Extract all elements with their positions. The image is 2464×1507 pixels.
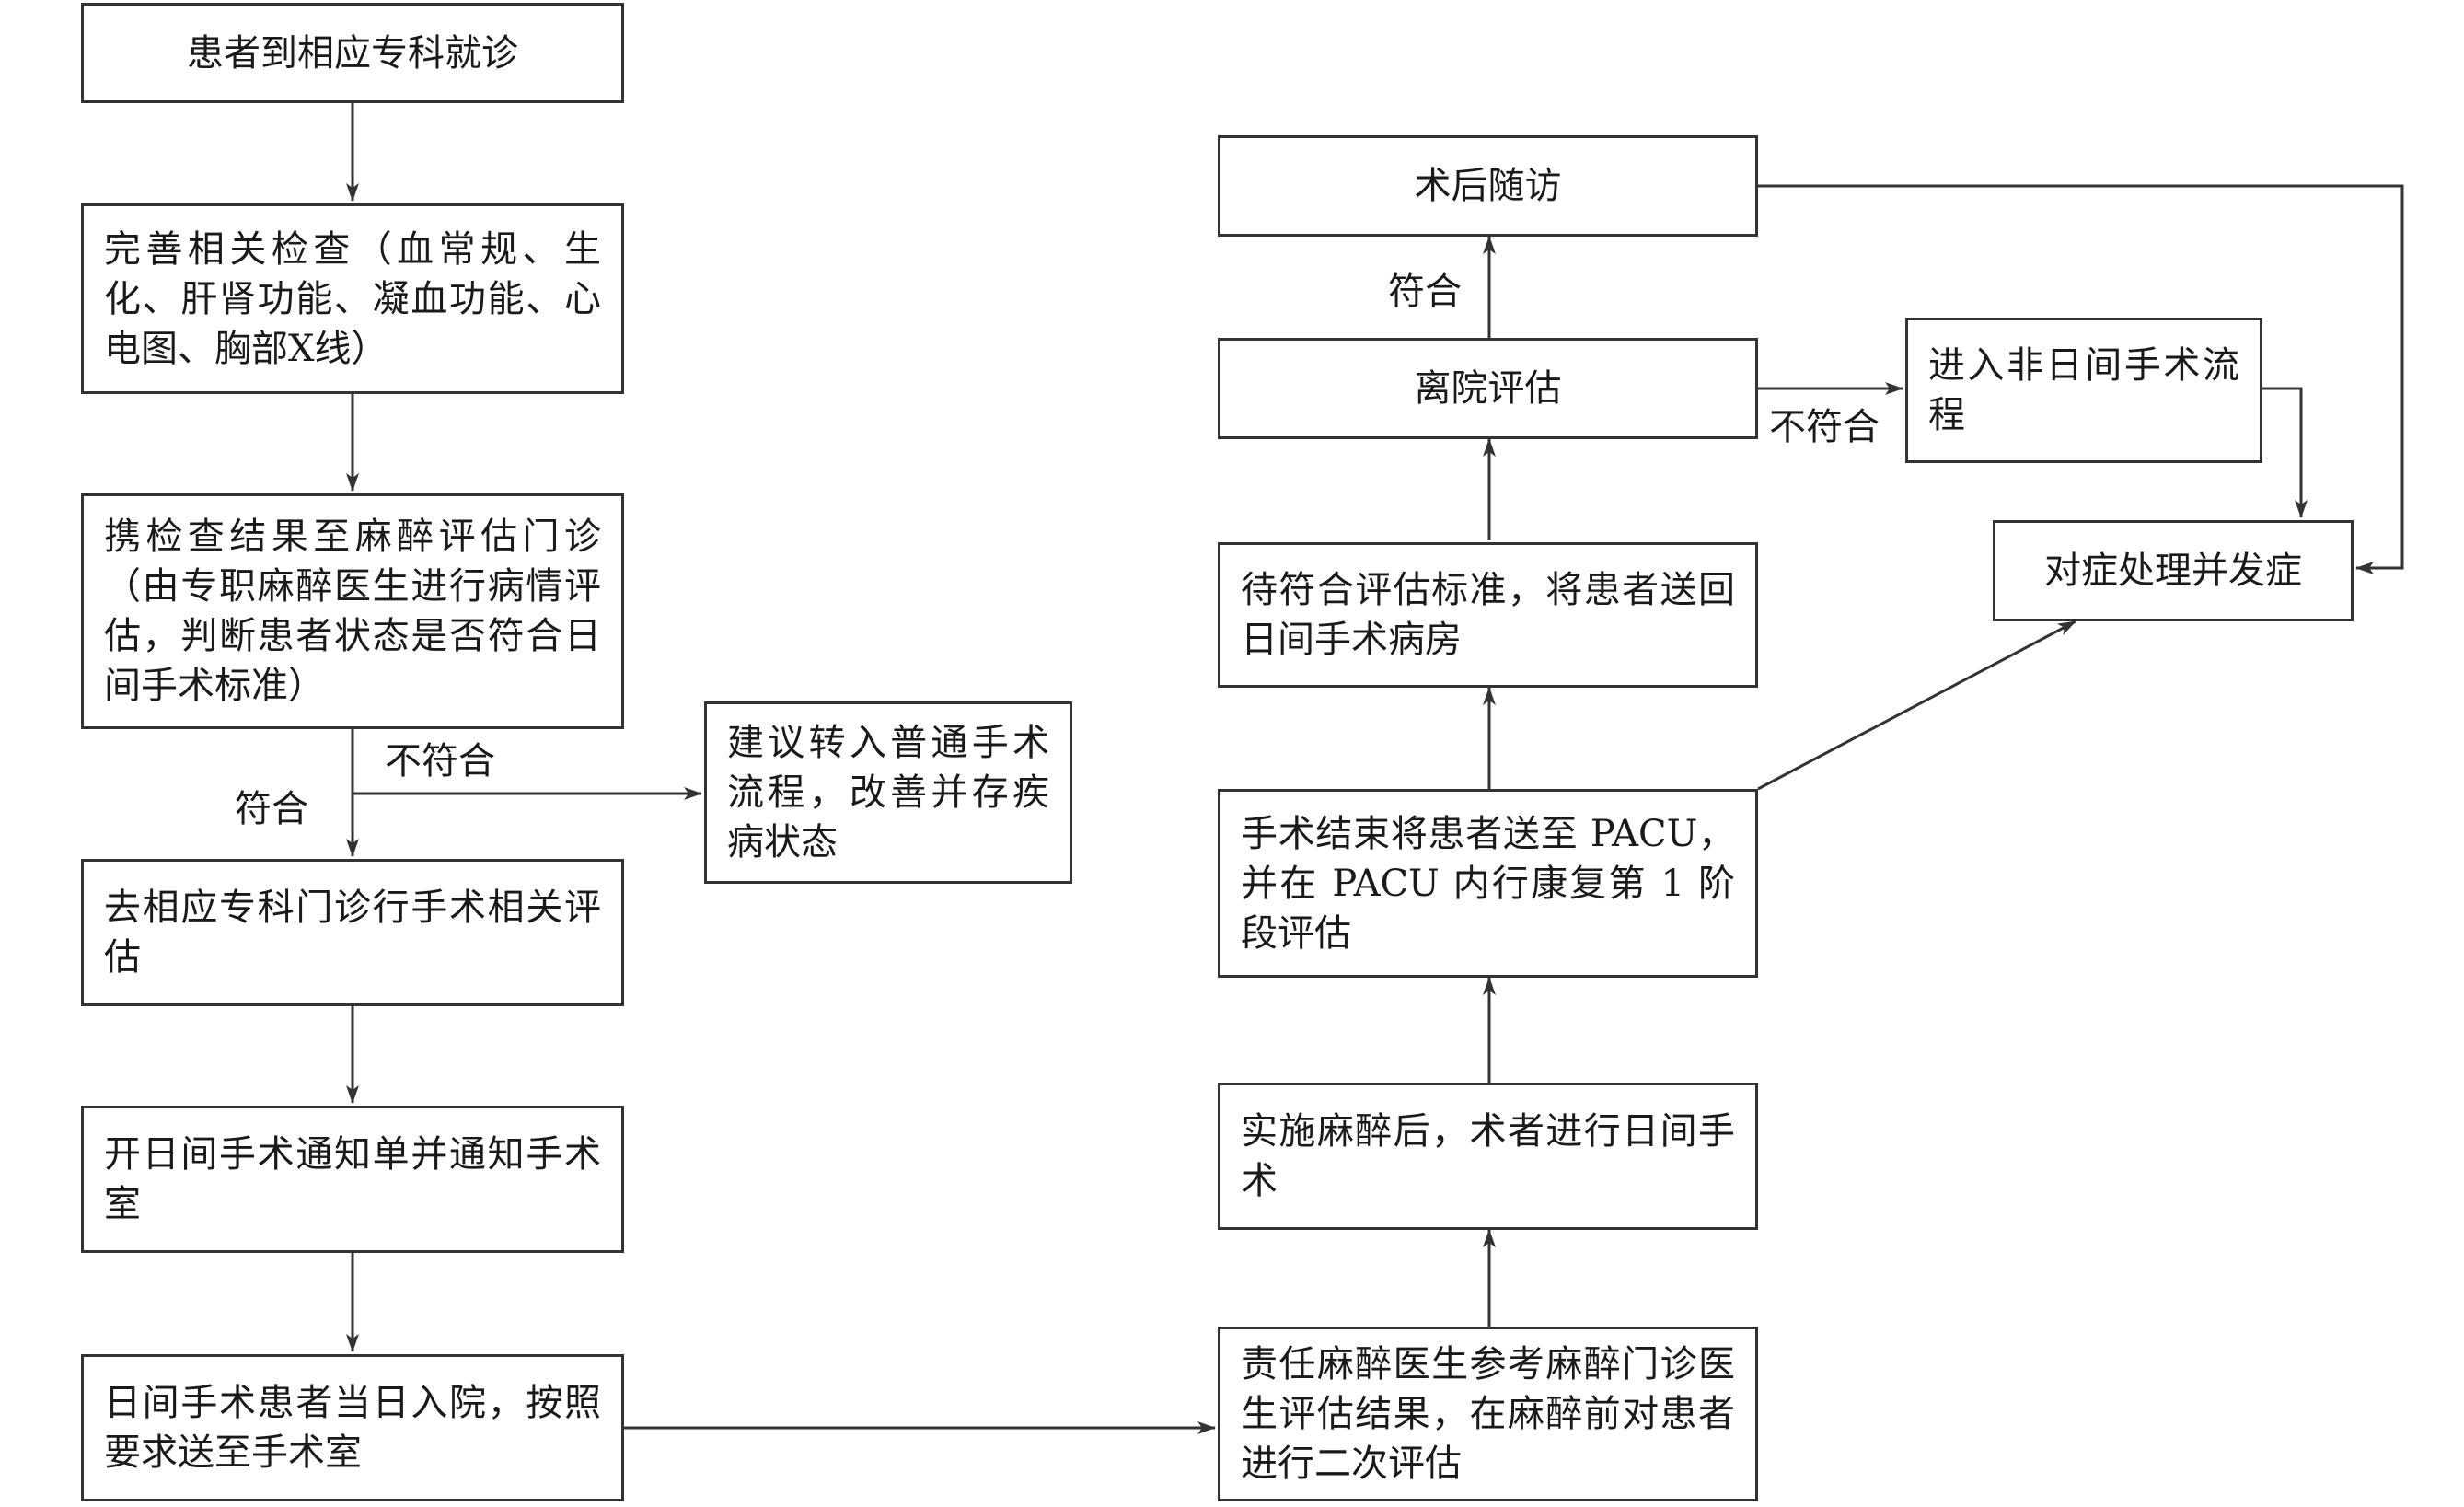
- edge-label-meets-left: 符合: [235, 788, 308, 830]
- node-admission: 日间手术患者当日入院，按照要求送至手术室: [81, 1354, 624, 1501]
- node-specialty-eval-label: 去相应专科门诊行手术相关评估: [104, 887, 601, 979]
- node-pacu-label: 手术结束将患者送至 PACU，并在 PACU 内行康复第 1 阶段评估: [1241, 812, 1735, 955]
- node-complications-label: 对症处理并发症: [2044, 550, 2302, 592]
- node-exams: 完善相关检查（血常规、生化、肝肾功能、凝血功能、心电图、胸部X线）: [81, 203, 624, 394]
- node-admission-label: 日间手术患者当日入院，按照要求送至手术室: [104, 1382, 601, 1474]
- node-visit-label: 患者到相应专科就诊: [187, 31, 518, 75]
- node-second-eval: 责任麻醉医生参考麻醉门诊医生评估结果，在麻醉前对患者进行二次评估: [1218, 1327, 1758, 1501]
- node-surgery: 实施麻醉后，术者进行日间手术: [1218, 1083, 1758, 1230]
- node-suggest-regular: 建议转入普通手术流程，改善并存疾病状态: [704, 701, 1072, 884]
- edge-label-meets-right: 符合: [1388, 271, 1462, 313]
- node-anesthesia-clinic-label: 携检查结果至麻醉评估门诊（由专职麻醉医生进行病情评估，判断患者状态是否符合日间手…: [104, 516, 601, 707]
- node-return-ward-label: 待符合评估标准，将患者送回日间手术病房: [1241, 569, 1735, 661]
- node-specialty-eval: 去相应专科门诊行手术相关评估: [81, 859, 624, 1006]
- node-discharge-eval: 离院评估: [1218, 338, 1758, 439]
- arrow-followup-to-complications: [1758, 184, 2404, 574]
- node-pacu: 手术结束将患者送至 PACU，并在 PACU 内行康复第 1 阶段评估: [1218, 789, 1758, 978]
- edge-label-not-meets-left: 不符合: [385, 740, 495, 782]
- node-complications: 对症处理并发症: [1993, 520, 2354, 621]
- node-followup: 术后随访: [1218, 135, 1758, 237]
- node-exams-label: 完善相关检查（血常规、生化、肝肾功能、凝血功能、心电图、胸部X线）: [104, 227, 601, 370]
- node-surgery-label: 实施麻醉后，术者进行日间手术: [1241, 1110, 1735, 1202]
- node-discharge-eval-label: 离院评估: [1414, 367, 1562, 410]
- node-return-ward: 待符合评估标准，将患者送回日间手术病房: [1218, 542, 1758, 688]
- node-second-eval-label: 责任麻醉医生参考麻醉门诊医生评估结果，在麻醉前对患者进行二次评估: [1241, 1343, 1735, 1485]
- arrow-non-day-to-complications: [2262, 387, 2308, 518]
- node-anesthesia-clinic: 携检查结果至麻醉评估门诊（由专职麻醉医生进行病情评估，判断患者状态是否符合日间手…: [81, 493, 624, 729]
- arrow-pacu-to-complications: [1757, 620, 2076, 791]
- node-non-day-label: 进入非日间手术流程: [1928, 344, 2239, 436]
- node-suggest-regular-label: 建议转入普通手术流程，改善并存疾病状态: [727, 722, 1049, 864]
- node-notice: 开日间手术通知单并通知手术室: [81, 1106, 624, 1253]
- edge-label-not-meets-right: 不符合: [1769, 406, 1880, 448]
- node-visit: 患者到相应专科就诊: [81, 3, 624, 103]
- node-followup-label: 术后随访: [1414, 165, 1562, 207]
- node-notice-label: 开日间手术通知单并通知手术室: [104, 1133, 601, 1225]
- node-non-day: 进入非日间手术流程: [1905, 318, 2262, 463]
